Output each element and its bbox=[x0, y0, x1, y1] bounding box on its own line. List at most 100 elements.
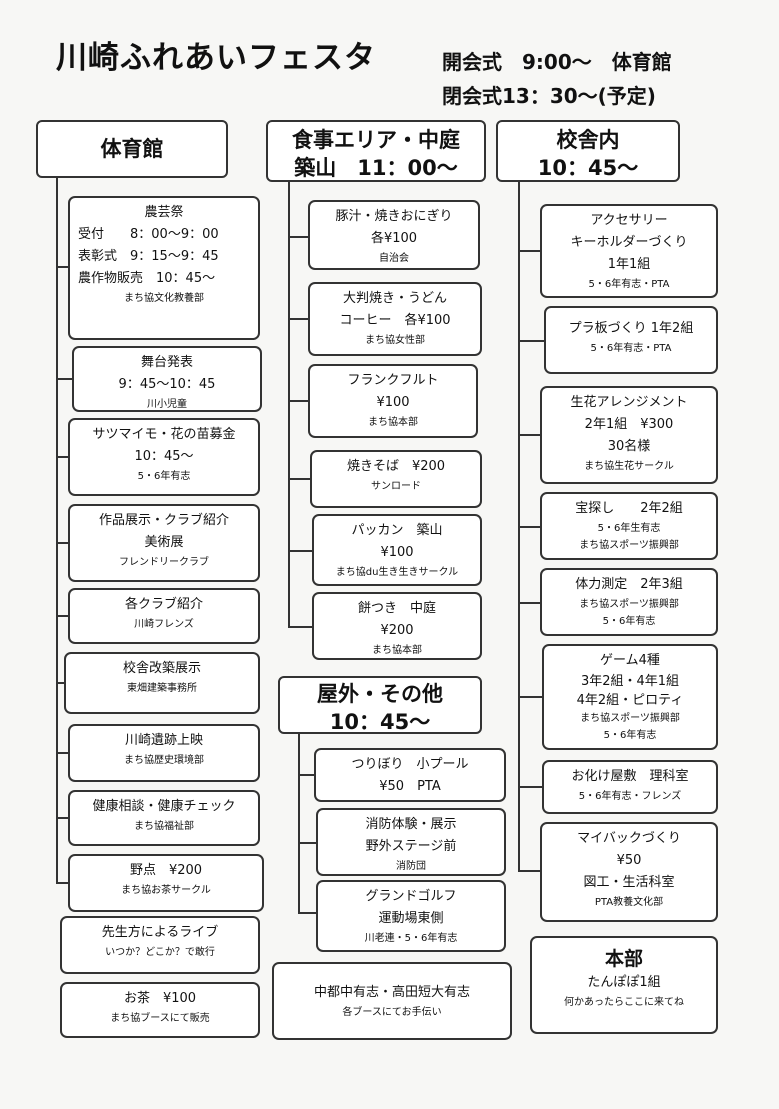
box-text-line: まち協お茶サークル bbox=[121, 885, 211, 896]
gym-item-agri-festival: 農芸祭 受付 8：00～9：00 表彰式 9：15～9：45 農作物販売 10：… bbox=[68, 196, 260, 340]
branch-line bbox=[56, 542, 68, 544]
school-section-header: 校舎内 10：45～ bbox=[496, 120, 680, 182]
box-text-line: キーホルダーづくり bbox=[570, 235, 688, 250]
box-text-line: 餅つき 中庭 bbox=[357, 601, 436, 616]
branch-line bbox=[56, 817, 68, 819]
box-text-line: 各クラブ紹介 bbox=[124, 597, 203, 612]
box-text-line: 自治会 bbox=[379, 253, 409, 264]
headquarters-box: 本部 たんぽぽ1組 何かあったらここに来てね bbox=[530, 936, 718, 1034]
box-text-line: 舞台発表 bbox=[140, 355, 193, 370]
box-text-line: 5・6年有志・PTA bbox=[588, 279, 670, 290]
box-text-line: まち協歴史環境部 bbox=[124, 755, 204, 766]
box-text-line: 宝探し 2年2組 bbox=[575, 501, 683, 516]
branch-line bbox=[56, 456, 68, 458]
box-text-line: 運動場東側 bbox=[378, 911, 444, 926]
box-text-line: まち協スポーツ振興部 bbox=[579, 599, 679, 610]
box-text-line: 校舎改築展示 bbox=[122, 661, 201, 676]
gym-item-clubs: 各クラブ紹介 川崎フレンズ bbox=[68, 588, 260, 644]
branch-line bbox=[56, 882, 68, 884]
box-text-line: PTA教養文化部 bbox=[594, 897, 664, 908]
box-text-line: まち協福祉部 bbox=[134, 821, 194, 832]
branch-line bbox=[288, 478, 310, 480]
box-text-line: マイバックづくり bbox=[577, 831, 681, 846]
box-text-line: ¥100 bbox=[380, 545, 414, 560]
box-text-line: アクセサリー bbox=[590, 213, 668, 228]
box-text-line: まち協本部 bbox=[368, 417, 418, 428]
school-item-fitness-test: 体力測定 2年3組 まち協スポーツ振興部 5・6年有志 bbox=[540, 568, 718, 636]
outdoor-section-header: 屋外・その他 10：45～ bbox=[278, 676, 482, 734]
box-text-line: 川老連・5・6年有志 bbox=[364, 933, 458, 944]
box-text-line: まち協本部 bbox=[372, 645, 422, 656]
gym-item-health: 健康相談・健康チェック まち協福祉部 bbox=[68, 790, 260, 846]
box-text-line: まち協ブースにて販売 bbox=[110, 1013, 210, 1024]
box-text-line: まち協生花サークル bbox=[584, 461, 674, 472]
school-item-flower-arrangement: 生花アレンジメント 2年1組 ¥300 30名様 まち協生花サークル bbox=[540, 386, 718, 484]
closing-ceremony: 閉会式13：30～(予定) bbox=[442, 84, 656, 108]
box-text-line: まち協du生き生きサークル bbox=[335, 567, 459, 578]
box-text-line: 消防団 bbox=[396, 861, 426, 872]
box-text-line: 5・6年有志 bbox=[137, 471, 191, 482]
box-text-line: お化け屋敷 理科室 bbox=[571, 769, 689, 784]
box-text-line: たんぽぽ1組 bbox=[587, 975, 661, 990]
gym-section-header: 体育館 bbox=[36, 120, 228, 178]
box-text-line: 川崎遺跡上映 bbox=[124, 733, 203, 748]
food-item-obanyaki: 大判焼き・うどん コーヒー 各¥100 まち協女性部 bbox=[308, 282, 482, 356]
branch-line bbox=[56, 266, 68, 268]
box-text-line: 中都中有志・高田短大有志 bbox=[313, 985, 470, 1000]
box-text-line: 豚汁・焼きおにぎり bbox=[335, 209, 453, 224]
branch-line bbox=[288, 550, 312, 552]
branch-line bbox=[288, 318, 308, 320]
box-text-line: お茶 ¥100 bbox=[123, 991, 197, 1006]
food-item-tonjiru: 豚汁・焼きおにぎり 各¥100 自治会 bbox=[308, 200, 480, 270]
box-text-line: 本部 bbox=[604, 948, 643, 970]
branch-line bbox=[56, 682, 64, 684]
branch-line bbox=[518, 526, 540, 528]
box-text-line: 川崎フレンズ bbox=[134, 619, 194, 630]
box-text-line: ¥50 bbox=[616, 853, 642, 868]
branch-line bbox=[518, 870, 540, 872]
box-text-line: 2年1組 ¥300 bbox=[584, 417, 674, 432]
box-text-line: いつか？どこか？で敢行 bbox=[105, 947, 215, 958]
box-text-line: 各¥100 bbox=[370, 231, 418, 246]
box-text-line: フレンドリークラブ bbox=[119, 557, 209, 568]
box-text-line: 表彰式 9：15～9：45 bbox=[78, 249, 219, 264]
branch-line bbox=[518, 696, 542, 698]
outdoor-item-fire-drill: 消防体験・展示 野外ステージ前 消防団 bbox=[316, 808, 506, 876]
food-connector-line bbox=[288, 182, 290, 627]
gym-item-art-exhibit: 作品展示・クラブ紹介 美術展 フレンドリークラブ bbox=[68, 504, 260, 582]
box-text-line: ¥200 bbox=[380, 623, 414, 638]
volunteers-box: 中都中有志・高田短大有志 各ブースにてお手伝い bbox=[272, 962, 512, 1040]
branch-line bbox=[288, 626, 312, 628]
box-text-line: 野点 ¥200 bbox=[129, 863, 203, 878]
box-text-line: サンロード bbox=[371, 481, 421, 492]
box-text-line: 野外ステージ前 bbox=[365, 839, 457, 854]
box-text-line: 川小児童 bbox=[147, 399, 187, 410]
box-text-line: 受付 8：00～9：00 bbox=[78, 227, 219, 242]
box-text-line: まち協スポーツ振興部 bbox=[579, 540, 679, 551]
gym-item-tea-ceremony: 野点 ¥200 まち協お茶サークル bbox=[68, 854, 264, 912]
food-item-mochitsuki: 餅つき 中庭 ¥200 まち協本部 bbox=[312, 592, 482, 660]
branch-line bbox=[56, 752, 68, 754]
box-text-line: 作品展示・クラブ紹介 bbox=[98, 513, 229, 528]
box-text-line: フランクフルト bbox=[347, 373, 439, 388]
branch-line bbox=[518, 786, 542, 788]
school-item-treasure-hunt: 宝探し 2年2組 5・6年生有志 まち協スポーツ振興部 bbox=[540, 492, 718, 560]
gym-connector-line bbox=[56, 178, 58, 883]
box-text-line: 5・6年有志 bbox=[603, 730, 657, 741]
gym-item-renovation: 校舎改築展示 東畑建築事務所 bbox=[64, 652, 260, 714]
branch-line bbox=[288, 400, 308, 402]
box-text-line: 健康相談・健康チェック bbox=[92, 799, 236, 814]
box-text-line: 焼きそば ¥200 bbox=[346, 459, 446, 474]
box-text-line: ゲーム4種 bbox=[600, 653, 660, 668]
box-text-line: 5・6年有志 bbox=[602, 616, 656, 627]
page-title: 川崎ふれあいフェスタ bbox=[56, 40, 376, 76]
gym-item-fundraising: サツマイモ・花の苗募金 10：45～ 5・6年有志 bbox=[68, 418, 260, 496]
box-text-line: 各ブースにてお手伝い bbox=[342, 1007, 442, 1018]
box-text-line: パッカン 築山 bbox=[351, 523, 443, 538]
box-text-line: サツマイモ・花の苗募金 bbox=[92, 427, 236, 442]
box-text-line: まち協女性部 bbox=[365, 335, 425, 346]
outdoor-item-fishing: つりぼり 小プール ¥50 PTA bbox=[314, 748, 506, 802]
gym-item-ruins-film: 川崎遺跡上映 まち協歴史環境部 bbox=[68, 724, 260, 782]
branch-line bbox=[518, 250, 540, 252]
branch-line bbox=[518, 602, 540, 604]
